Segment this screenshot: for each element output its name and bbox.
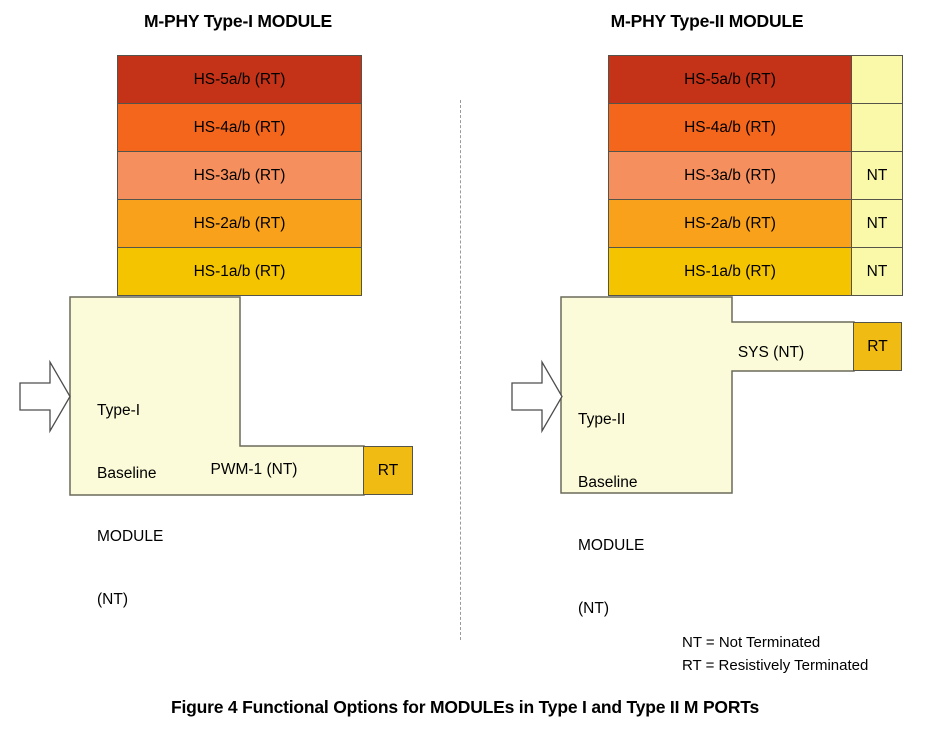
legend-rt-line: RT = Resistively Terminated (682, 657, 869, 674)
type1-module-line2: Baseline (97, 465, 157, 482)
nt-cell-hs2: NT (851, 199, 903, 248)
legend: NT = Not Terminated RT = Resistively Ter… (682, 631, 868, 677)
type2-module-line3: MODULE (578, 537, 645, 554)
hs3-bar-left: HS-3a/b (RT) (117, 151, 362, 200)
type2-module-line1: Type-II (578, 411, 626, 428)
right-input-arrow-icon (511, 359, 563, 434)
hs2-bar-right: HS-2a/b (RT) (608, 199, 852, 248)
nt-cell-hs3: NT (851, 151, 903, 200)
sys-strip-label: SYS (NT) (737, 344, 805, 361)
pwm1-strip-label: PWM-1 (NT) (210, 461, 298, 478)
hs5-bar-right: HS-5a/b (RT) (608, 55, 852, 104)
type1-module-label: Type-I Baseline MODULE (NT) (97, 358, 163, 652)
rt-box-pwm1: RT (363, 446, 413, 495)
nt-cell-hs5 (851, 55, 903, 104)
figure-caption: Figure 4 Functional Options for MODULEs … (170, 697, 760, 717)
hs1-bar-right: HS-1a/b (RT) (608, 247, 852, 296)
hs3-bar-right: HS-3a/b (RT) (608, 151, 852, 200)
hs4-bar-left: HS-4a/b (RT) (117, 103, 362, 152)
legend-nt-line: NT = Not Terminated (682, 634, 821, 651)
left-input-arrow-icon (19, 359, 71, 434)
type1-module-line4: (NT) (97, 591, 128, 608)
type2-module-line4: (NT) (578, 600, 609, 617)
type2-module-label: Type-II Baseline MODULE (NT) (578, 367, 644, 661)
type1-module-line3: MODULE (97, 528, 164, 545)
center-divider-line (460, 100, 461, 640)
nt-cell-hs4 (851, 103, 903, 152)
left-diagram-title: M-PHY Type-I MODULE (143, 11, 333, 31)
hs1-bar-left: HS-1a/b (RT) (117, 247, 362, 296)
hs4-bar-right: HS-4a/b (RT) (608, 103, 852, 152)
type2-module-line2: Baseline (578, 474, 638, 491)
hs2-bar-left: HS-2a/b (RT) (117, 199, 362, 248)
right-diagram-title: M-PHY Type-II MODULE (610, 11, 804, 31)
hs5-bar-left: HS-5a/b (RT) (117, 55, 362, 104)
type1-module-line1: Type-I (97, 402, 141, 419)
rt-box-sys: RT (853, 322, 902, 371)
nt-cell-hs1: NT (851, 247, 903, 296)
